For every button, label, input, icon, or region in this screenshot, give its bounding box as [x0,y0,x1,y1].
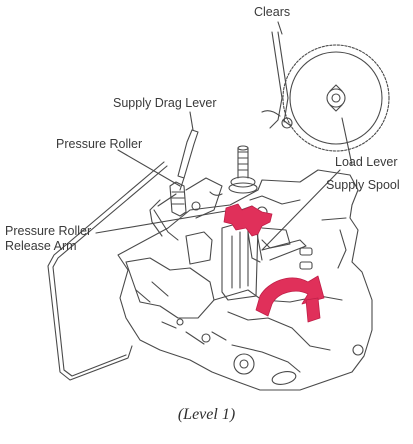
pressure-roller-assembly [149,177,223,241]
pressure-roller-leader [117,149,181,187]
supply-spindle [228,145,258,194]
spool-hub [326,88,346,108]
figure-caption: (Level 1) [177,406,236,423]
load-lever-leader [261,169,341,251]
wire-guide [47,161,168,381]
chassis-plate [117,169,373,391]
release-arm-leader [95,209,233,234]
supply-drag-lever-leader [189,111,194,131]
clears-leader [277,21,283,35]
supply-drag-spring [261,31,293,129]
pressure-roller-release-arm-label-line1: Pressure Roller [5,224,92,238]
supply-drag-lever-label: Supply Drag Lever [113,96,217,110]
supply-spool-label: Supply Spool [326,178,400,192]
pressure-roller-release-arm-highlight [223,203,273,237]
supply-spool-leader [341,117,353,166]
pressure-roller-label: Pressure Roller [56,137,143,151]
spool-gear-outline [282,44,390,152]
supply-spool [282,44,390,152]
load-lever-label: Load Lever [335,155,398,169]
pressure-roller-release-arm-label-line2: Release Arm [5,239,77,253]
supply-drag-lever [177,129,199,191]
load-direction-arrow [255,275,325,317]
clears-label: Clears [254,5,291,19]
chassis-holes [176,247,364,385]
